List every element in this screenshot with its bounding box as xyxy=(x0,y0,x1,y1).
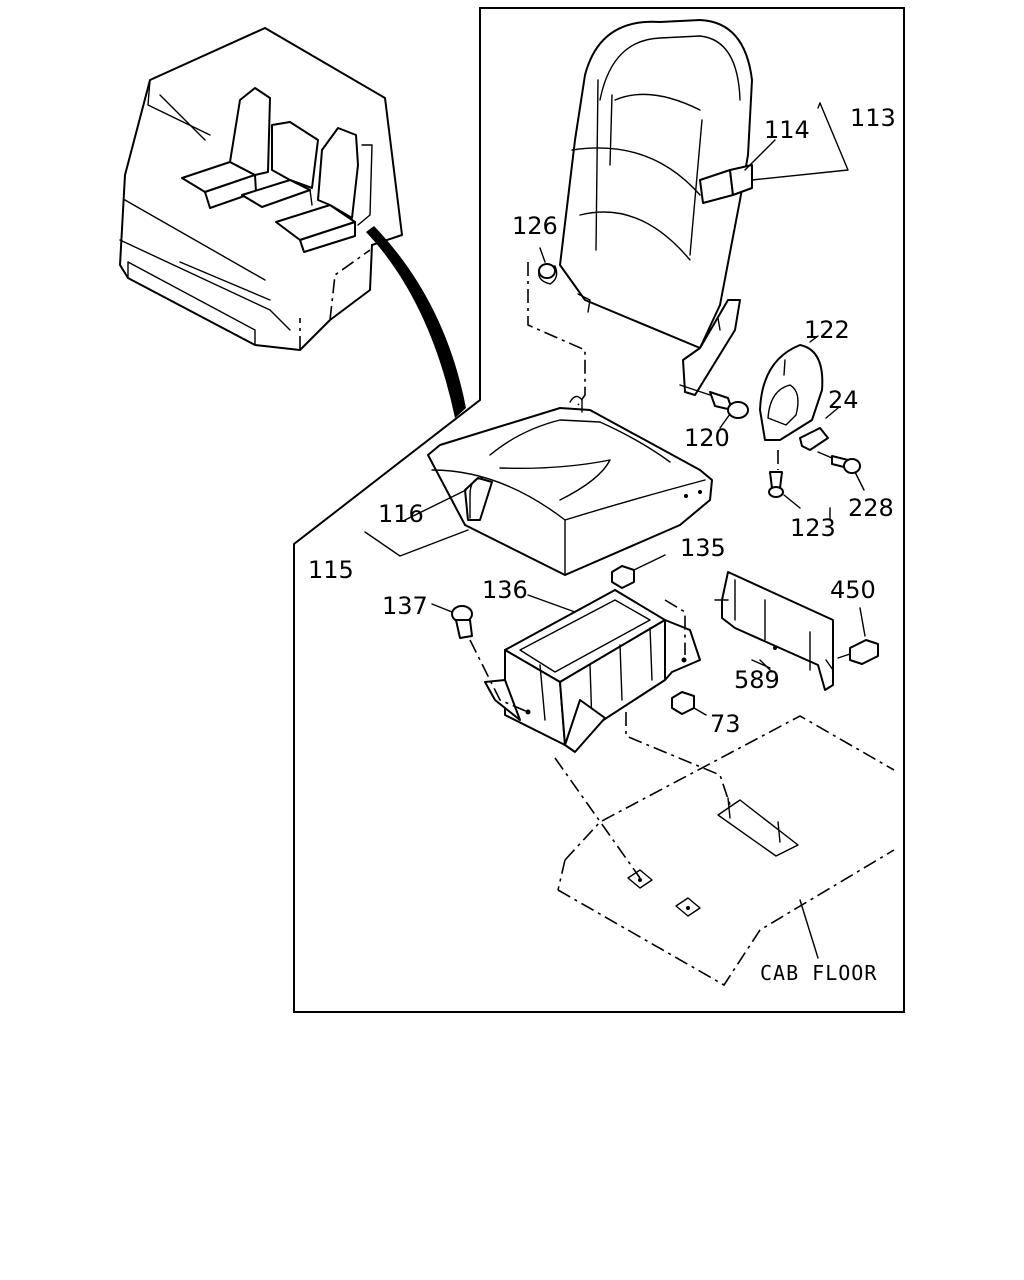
nut-135 xyxy=(611,554,666,589)
callout-228: 228 xyxy=(848,494,894,522)
callout-137: 137 xyxy=(382,592,428,620)
callout-73: 73 xyxy=(710,710,741,738)
callout-115: 115 xyxy=(308,556,354,584)
bolt-123 xyxy=(768,450,801,509)
bolt-120 xyxy=(679,384,749,429)
bolt-450 xyxy=(837,607,879,665)
callout-116: 116 xyxy=(378,500,424,528)
callout-24: 24 xyxy=(828,386,859,414)
callout-120: 120 xyxy=(684,424,730,452)
bolt-137 xyxy=(431,603,529,713)
callout-126: 126 xyxy=(512,212,558,240)
part-callouts: 113 114 126 122 24 120 228 123 116 115 1… xyxy=(308,104,896,985)
seat-back xyxy=(527,19,753,406)
pointer-arrow xyxy=(366,226,466,418)
callout-589: 589 xyxy=(734,666,780,694)
cab-floor-label: CAB FLOOR xyxy=(760,961,877,985)
callout-135: 135 xyxy=(680,534,726,562)
callout-113: 113 xyxy=(850,104,896,132)
callout-136: 136 xyxy=(482,576,528,604)
seat-cushion xyxy=(427,395,713,576)
nut-73 xyxy=(671,691,707,716)
hinge-cover xyxy=(759,335,839,451)
cab-floor xyxy=(554,712,895,987)
bracket-589 xyxy=(714,571,834,691)
callout-450: 450 xyxy=(830,576,876,604)
bolt-228 xyxy=(817,451,865,491)
callout-122: 122 xyxy=(804,316,850,344)
seat-base-frame xyxy=(484,589,701,753)
callout-114: 114 xyxy=(764,116,810,144)
callout-123: 123 xyxy=(790,514,836,542)
bolt-126 xyxy=(538,247,556,279)
cab-overview-illustration xyxy=(119,27,403,351)
detail-frame xyxy=(293,7,905,1013)
